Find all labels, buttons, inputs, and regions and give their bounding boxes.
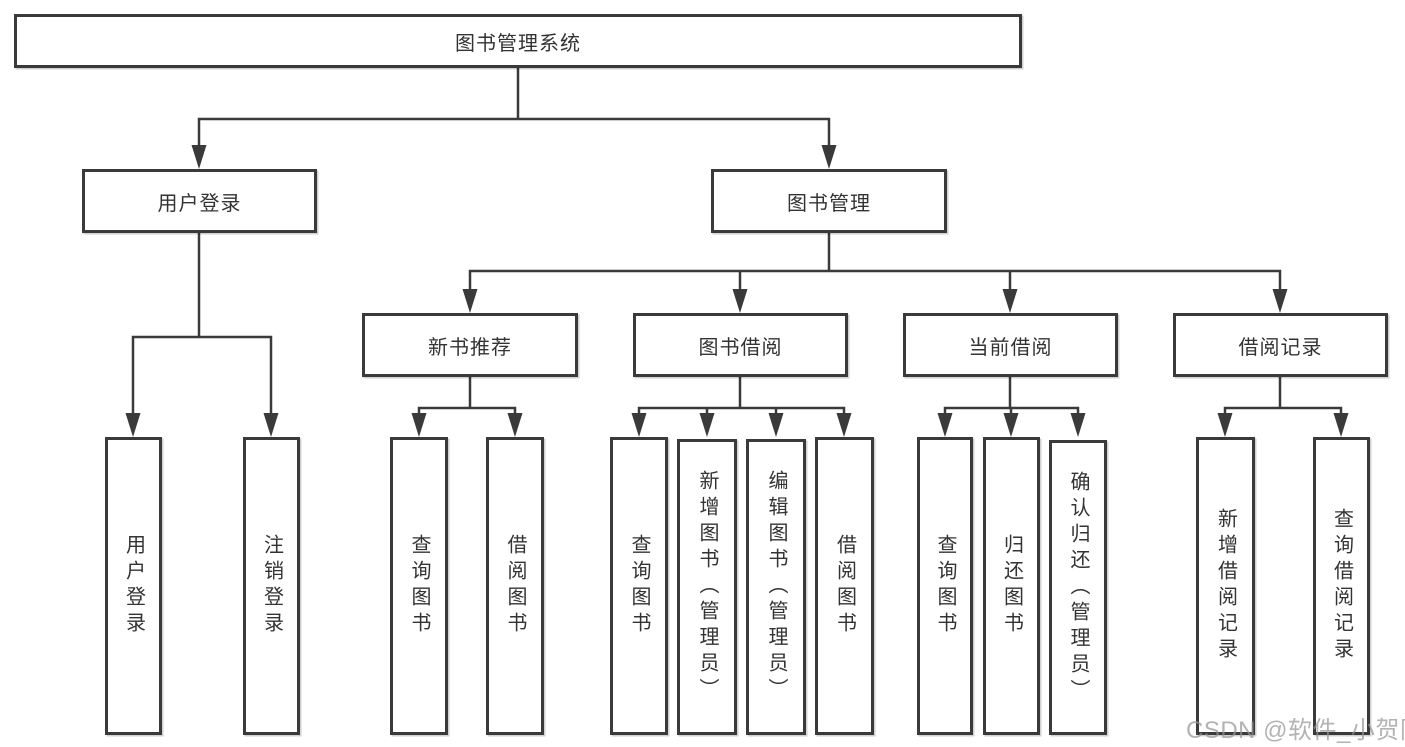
leaf-label: 查询图书 bbox=[408, 534, 430, 638]
arrow-down-icon bbox=[1070, 413, 1086, 437]
arrow-down-icon bbox=[507, 413, 523, 437]
arrow-down-icon bbox=[937, 413, 953, 437]
arrow-down-icon bbox=[1002, 289, 1018, 313]
leaf-label: 确认归还（管理员） bbox=[1067, 470, 1089, 705]
leaf-label: 用户登录 bbox=[122, 534, 145, 638]
node-borrow-records: 借阅记录 bbox=[1173, 313, 1388, 377]
node-root: 图书管理系统 bbox=[14, 14, 1022, 68]
connector-newbook-to-children bbox=[417, 377, 517, 431]
leaf-add-borrow-record: 新增借阅记录 bbox=[1196, 437, 1255, 735]
leaf-return-books: 归还图书 bbox=[983, 437, 1040, 735]
leaf-query-books-current: 查询图书 bbox=[917, 437, 973, 735]
arrow-down-icon bbox=[125, 413, 141, 437]
leaf-edit-book-admin: 编辑图书（管理员） bbox=[746, 439, 806, 735]
connector-userlogin-to-children bbox=[131, 233, 273, 431]
arrow-down-icon bbox=[699, 413, 715, 437]
arrow-down-icon bbox=[732, 289, 748, 313]
leaf-query-books-borrowing: 查询图书 bbox=[610, 437, 668, 735]
leaf-label: 新增借阅记录 bbox=[1214, 508, 1237, 664]
arrow-down-icon bbox=[1003, 413, 1019, 437]
arrow-down-icon bbox=[768, 413, 784, 437]
leaf-label: 查询图书 bbox=[628, 534, 650, 638]
node-current-borrowing: 当前借阅 bbox=[903, 313, 1118, 377]
arrow-down-icon bbox=[462, 289, 478, 313]
arrow-down-icon bbox=[411, 413, 427, 437]
watermark: CSDN @软件_小贺同学 bbox=[1186, 717, 1405, 744]
leaf-label: 借阅图书 bbox=[504, 534, 526, 638]
leaf-label: 编辑图书（管理员） bbox=[765, 470, 787, 704]
leaf-borrow-books-recommend: 借阅图书 bbox=[486, 437, 544, 735]
leaf-label: 注销登录 bbox=[260, 534, 283, 638]
leaf-confirm-return-admin: 确认归还（管理员） bbox=[1049, 440, 1107, 735]
connector-borrowing-to-children bbox=[637, 377, 846, 431]
arrow-down-icon bbox=[631, 413, 647, 437]
arrow-down-icon bbox=[1272, 289, 1288, 313]
arrow-down-icon bbox=[263, 413, 279, 437]
leaf-label: 查询借阅记录 bbox=[1330, 508, 1353, 664]
connector-records-to-children bbox=[1223, 377, 1343, 431]
arrow-down-icon bbox=[191, 145, 207, 169]
leaf-borrow-books-borrowing: 借阅图书 bbox=[815, 437, 874, 735]
leaf-label: 新增图书（管理员） bbox=[696, 470, 718, 704]
node-book-borrowing: 图书借阅 bbox=[633, 313, 848, 377]
leaf-query-borrow-record: 查询借阅记录 bbox=[1313, 437, 1370, 735]
connector-root-to-level2 bbox=[197, 68, 831, 165]
leaf-label: 归还图书 bbox=[1000, 534, 1023, 638]
arrow-down-icon bbox=[1333, 413, 1349, 437]
leaf-logout: 注销登录 bbox=[243, 437, 300, 735]
arrowhead-icons bbox=[125, 145, 1349, 437]
node-user-login: 用户登录 bbox=[82, 169, 317, 233]
connector-bookmgmt-to-level3 bbox=[468, 233, 1282, 308]
leaf-add-book-admin: 新增图书（管理员） bbox=[677, 439, 737, 735]
arrow-down-icon bbox=[836, 413, 852, 437]
node-new-book-recommend: 新书推荐 bbox=[362, 313, 578, 377]
leaf-label: 借阅图书 bbox=[833, 534, 856, 638]
leaf-label: 查询图书 bbox=[934, 534, 956, 638]
leaf-query-books-recommend: 查询图书 bbox=[390, 437, 448, 735]
leaf-user-login: 用户登录 bbox=[105, 437, 162, 735]
arrow-down-icon bbox=[821, 145, 837, 169]
node-book-management: 图书管理 bbox=[711, 169, 947, 233]
arrow-down-icon bbox=[1217, 413, 1233, 437]
